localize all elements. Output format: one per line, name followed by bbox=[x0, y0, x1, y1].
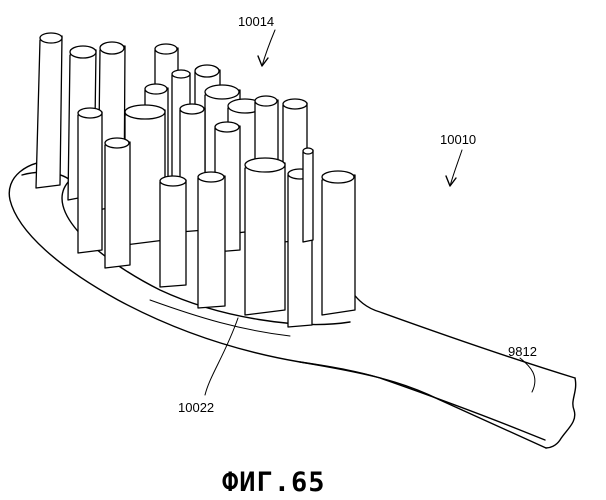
bristle-tuft bbox=[78, 112, 102, 253]
handle-bottom-edge bbox=[300, 362, 546, 448]
bristle-tip bbox=[155, 44, 177, 54]
bristle-tuft bbox=[36, 36, 62, 188]
bristle-field bbox=[36, 33, 355, 327]
bristle-tip bbox=[180, 104, 204, 114]
bristle-tip bbox=[78, 108, 102, 118]
label-toothbrush: 10010 bbox=[440, 132, 476, 147]
bristle-tip bbox=[245, 158, 285, 172]
bristle-tuft bbox=[105, 142, 130, 268]
bristle-tip bbox=[198, 172, 224, 182]
bristle-tip bbox=[195, 65, 219, 77]
bristle-tip bbox=[100, 42, 124, 54]
bristle-tip bbox=[205, 85, 239, 99]
bristle-tip bbox=[160, 176, 186, 186]
bristle-tuft bbox=[245, 163, 285, 315]
bristle-tuft bbox=[125, 110, 165, 245]
bristle-tip bbox=[172, 70, 190, 78]
bristle-tip bbox=[322, 171, 354, 183]
bristle-tip bbox=[215, 122, 239, 132]
figure-caption: ФИГ.65 bbox=[222, 467, 326, 498]
bristle-tip bbox=[40, 33, 62, 43]
leader-10022 bbox=[205, 318, 238, 395]
handle-break-line bbox=[546, 378, 576, 448]
leader-10014 bbox=[262, 30, 275, 66]
bristle-tip bbox=[283, 99, 307, 109]
bristle-tuft bbox=[160, 180, 186, 287]
bristle-tip bbox=[255, 96, 277, 106]
bristle-tip bbox=[70, 46, 96, 58]
bristle-tip bbox=[125, 105, 165, 119]
label-handle: 9812 bbox=[508, 344, 537, 359]
bristle-tuft bbox=[322, 175, 355, 315]
leader-10010 bbox=[450, 150, 462, 186]
bristle-tuft bbox=[303, 150, 313, 242]
label-bristle-field: 10014 bbox=[238, 14, 274, 29]
label-head-base: 10022 bbox=[178, 400, 214, 415]
bristle-tuft bbox=[198, 176, 225, 308]
handle-top-edge bbox=[352, 292, 575, 378]
bristle-tip bbox=[145, 84, 167, 94]
bristle-tip bbox=[105, 138, 129, 148]
bristle-tip bbox=[303, 148, 313, 154]
